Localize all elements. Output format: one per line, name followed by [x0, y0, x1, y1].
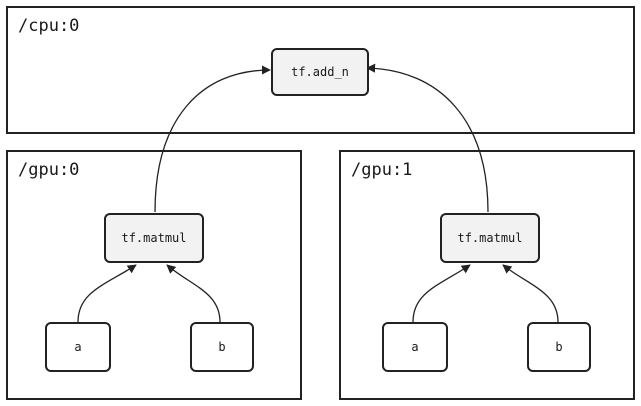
- node-a-gpu1-label: a: [411, 340, 419, 354]
- node-a-gpu1[interactable]: a: [382, 322, 448, 372]
- device-gpu0-label: /gpu:0: [18, 160, 80, 180]
- node-b-gpu0[interactable]: b: [190, 322, 254, 372]
- node-matmul-gpu0[interactable]: tf.matmul: [104, 213, 204, 263]
- device-cpu0-label: /cpu:0: [18, 16, 80, 36]
- node-a-gpu0-label: a: [74, 340, 82, 354]
- device-gpu1-label: /gpu:1: [351, 160, 413, 180]
- node-a-gpu0[interactable]: a: [45, 322, 111, 372]
- node-matmul-gpu0-label: tf.matmul: [121, 231, 187, 245]
- node-add-n[interactable]: tf.add_n: [271, 48, 369, 96]
- node-matmul-gpu1-label: tf.matmul: [457, 231, 523, 245]
- node-add-n-label: tf.add_n: [291, 65, 349, 79]
- node-matmul-gpu1[interactable]: tf.matmul: [440, 213, 540, 263]
- node-b-gpu1[interactable]: b: [527, 322, 591, 372]
- node-b-gpu0-label: b: [218, 340, 226, 354]
- node-b-gpu1-label: b: [555, 340, 563, 354]
